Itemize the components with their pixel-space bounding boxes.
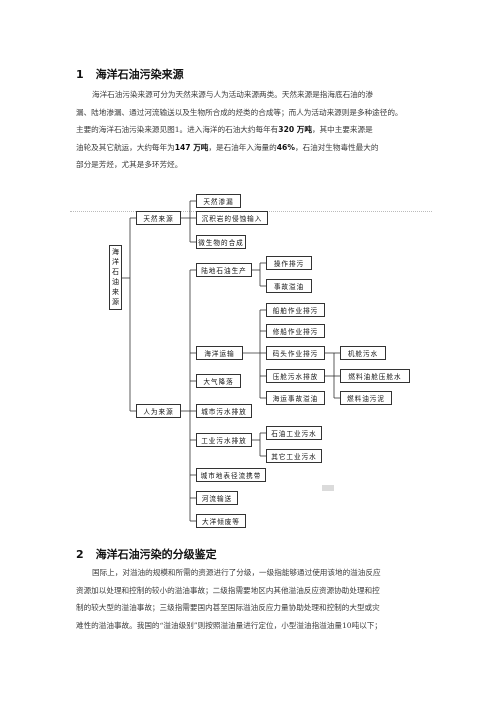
- section-2-number: 2: [76, 548, 84, 561]
- watermark-logo: [322, 483, 432, 493]
- para-line: 国际上，对溢油的规模和所需的资源进行了分级，一级指能够通过使用该地的溢油反应: [92, 568, 381, 577]
- atmospheric-deposition-node: 大气降落: [196, 374, 241, 388]
- para-line: 漏、陆地渗漏、通过河流输送以及生物所合成的烃类的合成等；而人为活动来源则是多种途…: [76, 107, 403, 117]
- petroleum-industry-wastewater-node: 石油工业污水: [266, 426, 322, 440]
- para-line: 资源加以处理和控制的较小的溢油事故；二级指需要地区内其他溢油反应资源协助处理和控: [76, 585, 380, 595]
- fuel-sludge-node: 燃料油污泥: [340, 391, 392, 405]
- para-line: 难性的溢油事故。我国的“溢油级别”则按照溢油量进行定位，小型溢油指溢油量10吨以…: [76, 620, 382, 630]
- diagram-root: 海洋石油来源: [109, 245, 122, 310]
- section-2-heading: 2 海洋石油污染的分级鉴定: [76, 546, 217, 562]
- para-line: 主要的海洋石油污染来源见图1。进入海洋的石油大约每年有320 万吨，其中主要来源…: [76, 125, 373, 134]
- shipping-accident-node: 海运事故溢油: [266, 391, 325, 405]
- section-1-number: 1: [76, 68, 84, 81]
- para-line: 油轮及其它航运，大约每年为147 万吨，是石油年入海量的46%，石油对生物毒性最…: [76, 142, 379, 152]
- engine-room-water-node: 机舱污水: [340, 346, 386, 360]
- other-industry-wastewater-node: 其它工业污水: [266, 449, 322, 463]
- operational-discharge-node: 操作排污: [266, 256, 312, 270]
- natural-source-node: 天然来源: [136, 211, 181, 225]
- shipping-input-value: 147 万吨: [174, 142, 209, 152]
- fuel-tank-ballast-node: 燃料油舱压舱水: [340, 369, 410, 383]
- shipping-share-value: 46%: [276, 142, 295, 152]
- ballast-discharge-node: 压舱污水排放: [266, 369, 325, 383]
- river-input-node: 河流输送: [196, 491, 238, 505]
- para-line: 制的较大型的溢油事故；三级指需要国内甚至国际溢油反应力量协助处理和控制的大型或灾: [76, 603, 380, 612]
- natural-seepage-node: 天然渗漏: [196, 194, 241, 208]
- para-line: 部分是芳烃，尤其是多环芳烃。: [76, 160, 183, 169]
- offshore-production-node: 陆地石油生产: [196, 263, 252, 277]
- sediment-erosion-node: 沉积岩的侵蚀输入: [196, 211, 268, 225]
- section-1-heading: 1 海洋石油污染来源: [76, 66, 184, 82]
- section-2-paragraph: 国际上，对溢油的规模和所需的资源进行了分级，一级指能够通过使用该地的溢油反应 资…: [76, 564, 428, 634]
- section-1-title: 海洋石油污染来源: [95, 68, 184, 81]
- urban-runoff-node: 城市地表径流携带: [196, 468, 266, 482]
- section-2-title: 海洋石油污染的分级鉴定: [95, 548, 217, 561]
- human-source-node: 人为来源: [136, 404, 181, 418]
- marine-transport-node: 海洋运输: [196, 346, 243, 360]
- ship-repair-node: 修船作业排污: [266, 324, 325, 338]
- accident-spill-node: 事故溢油: [266, 279, 312, 293]
- ship-operation-node: 船舶作业排污: [266, 303, 325, 317]
- ocean-dumping-node: 大洋倾废等: [196, 514, 246, 528]
- annual-input-value: 320 万吨: [278, 125, 312, 134]
- section-1-paragraph: 海洋石油污染来源可分为天然来源与人为活动来源两类。天然来源是指海底石油的渗 漏、…: [76, 86, 428, 174]
- microbial-synthesis-node: 微生物的合成: [196, 235, 246, 249]
- para-line: 海洋石油污染来源可分为天然来源与人为活动来源两类。天然来源是指海底石油的渗: [92, 90, 373, 99]
- dock-operation-node: 码头作业排污: [266, 346, 325, 360]
- urban-sewage-node: 城市污水排放: [196, 404, 252, 418]
- industrial-wastewater-node: 工业污水排放: [196, 433, 252, 447]
